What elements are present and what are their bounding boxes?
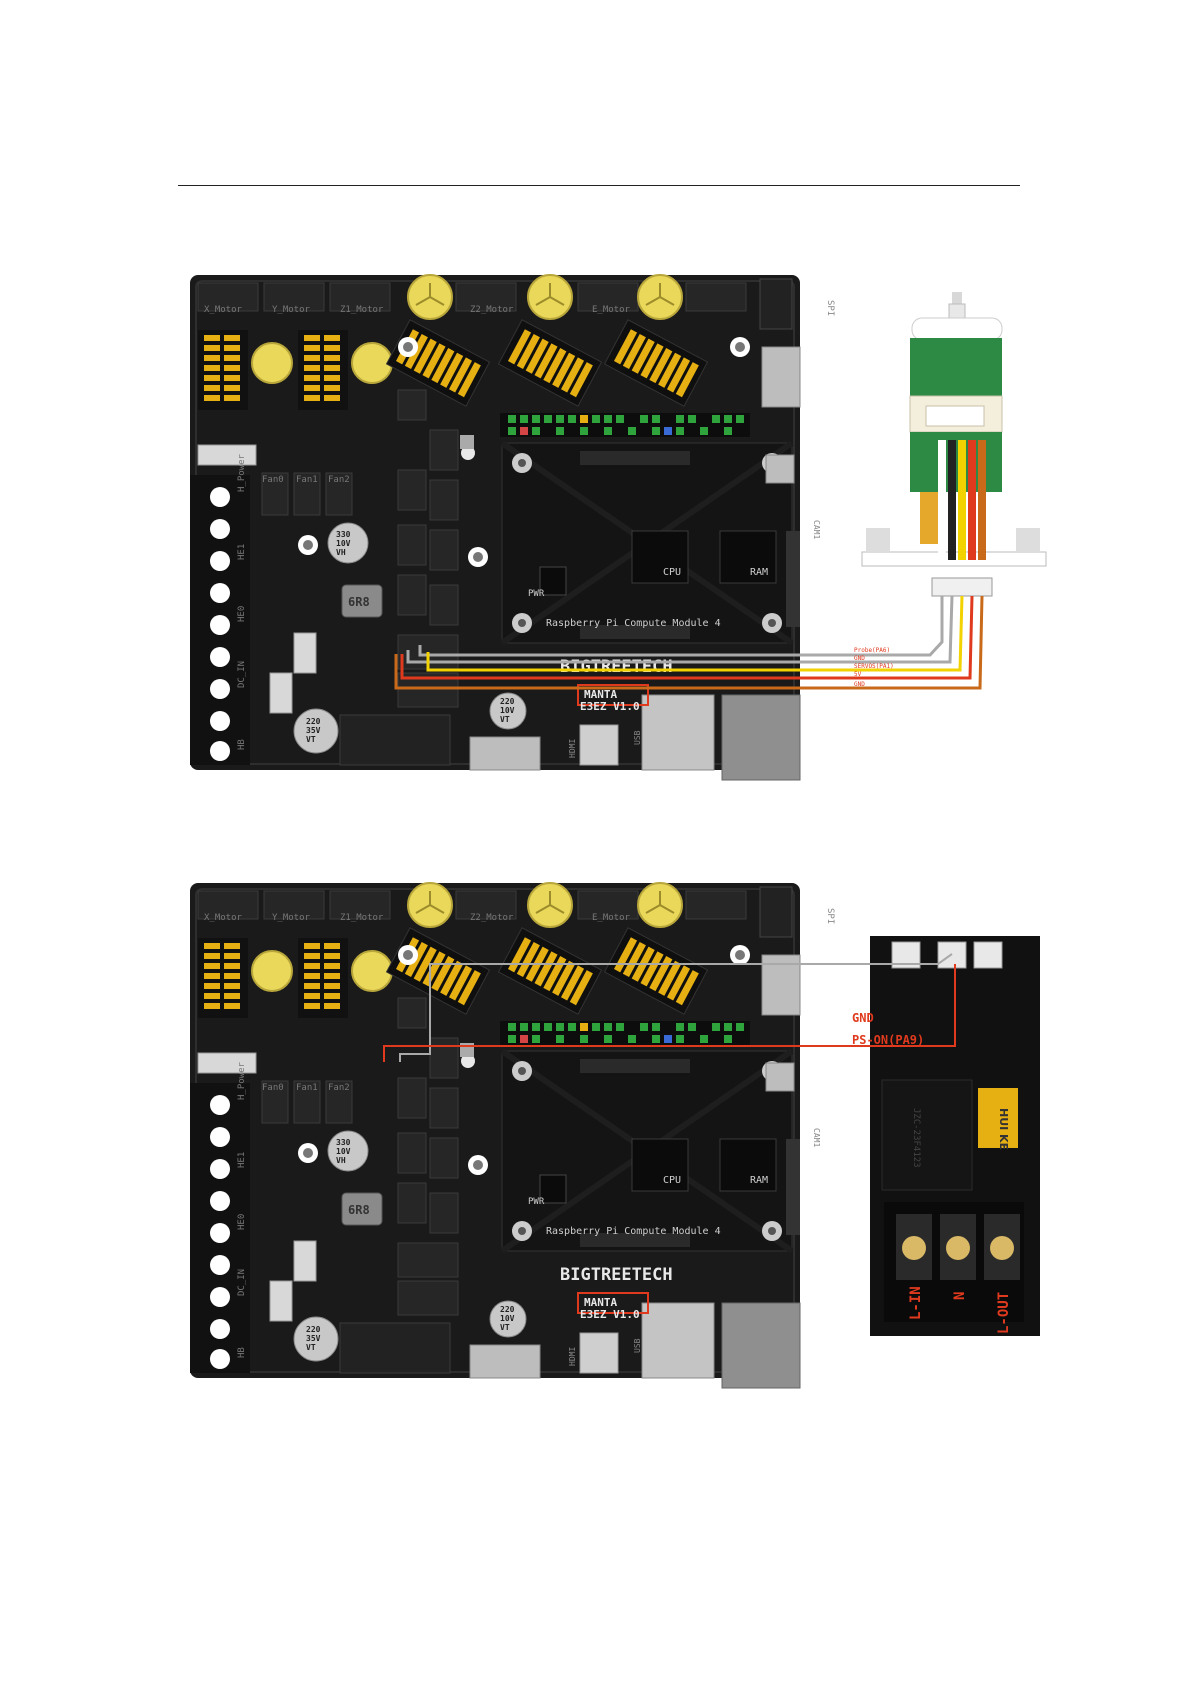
terminal-label: HE1 [237,1152,247,1168]
terminal-label: HE1 [237,544,247,560]
terminal-label: DC_IN [237,1269,247,1296]
terminal-label: HB [237,1347,247,1358]
brand-logo: BIGTREETECH [560,1265,673,1285]
wire-probe [418,596,944,657]
terminal-l-in: L-IN [908,1286,924,1320]
terminal-label: DC_IN [237,661,247,688]
model-version: E3EZ V1.0 [580,1308,640,1321]
cam-label: CAM1 [812,1128,821,1147]
inductor-label: 6R8 [348,1203,370,1217]
ram-label: RAM [750,1175,768,1186]
spi-label: SPI [825,908,835,924]
cap-label: VH [336,1156,346,1165]
wire-gnd-2 [394,595,984,690]
cm4-label: Raspberry Pi Compute Module 4 [546,618,721,629]
cap-label: 10V [336,1147,351,1156]
cap-label: VT [500,715,510,724]
terminal-label: H_Power [237,1061,247,1100]
relay-module [870,936,1040,1336]
terminal-label: H_Power [237,453,247,492]
cap-label: 220 [306,1325,321,1334]
motor-label: X_Motor [204,913,243,923]
cpu-label: CPU [663,567,681,578]
bltouch-probe [861,292,1047,597]
terminal-n: N [952,1292,968,1300]
figure-probe-wiring: X_Motor Y_Motor Z1_Motor Z2_Motor E_Moto… [0,260,1047,800]
header-rule [178,185,1020,186]
cap-label: 220 [500,1305,515,1314]
relay-label-gnd: GND [852,1011,874,1025]
cap-label: VT [500,1323,510,1332]
usb-label: USB [633,1338,642,1353]
fan-label: Fan2 [328,1083,350,1093]
terminal-label: HE0 [237,1214,247,1230]
fan-label: Fan1 [296,1083,318,1093]
manta-board-diagram [190,883,800,1388]
relay-wires [383,953,956,1062]
relay-brand: HUI KE [997,1108,1010,1150]
motor-label: Z2_Motor [470,305,514,315]
model-name: MANTA [584,688,617,701]
fan-label: Fan2 [328,475,350,485]
wire-gnd [399,953,953,1062]
wire-label: SERVOS(PA1) [854,663,894,670]
wire-label: GND [854,655,865,662]
motor-label: Y_Motor [272,913,311,923]
ram-label: RAM [750,567,768,578]
usb-label: USB [633,730,642,745]
hdmi-label: HDMI [568,1347,577,1366]
wire-gnd [406,595,954,664]
cap-label: 35V [306,726,321,735]
pwr-label: PWR [528,1197,545,1207]
cpu-label: CPU [663,1175,681,1186]
cap-label: VH [336,548,346,557]
motor-label: E_Motor [592,913,631,923]
motor-label: Z1_Motor [340,913,384,923]
motor-label: E_Motor [592,305,631,315]
fan-label: Fan1 [296,475,318,485]
model-version: E3EZ V1.0 [580,700,640,713]
cap-label: 10V [336,539,351,548]
model-name: MANTA [584,1296,617,1309]
cap-label: 10V [500,1314,515,1323]
relay-label-ps-on: PS-ON(PA9) [852,1033,924,1047]
terminal-label: HB [237,739,247,750]
wire-ps-on [383,964,956,1062]
cap-label: 35V [306,1334,321,1343]
spi-label: SPI [825,300,835,316]
probe-wires [394,595,984,690]
motor-label: Z1_Motor [340,305,384,315]
terminal-l-out: L-OUT [996,1292,1012,1334]
relay-chip-label: JZC-23F4123 [911,1108,921,1168]
cam-label: CAM1 [812,520,821,539]
cap-label: 330 [336,1138,351,1147]
brand-logo: BIGTREETECH [560,657,673,677]
hdmi-label: HDMI [568,739,577,758]
wire-label: 5V [854,671,862,678]
cap-label: 330 [336,530,351,539]
wire-servos [426,595,964,672]
manta-board-diagram [190,275,800,780]
motor-label: X_Motor [204,305,243,315]
wire-label: Probe(PA6) [854,647,890,654]
cm4-label: Raspberry Pi Compute Module 4 [546,1226,721,1237]
cap-label: VT [306,735,316,744]
cap-label: 220 [500,697,515,706]
pwr-label: PWR [528,589,545,599]
fan-label: Fan0 [262,475,284,485]
motor-label: Y_Motor [272,305,311,315]
fan-label: Fan0 [262,1083,284,1093]
cap-label: 220 [306,717,321,726]
cap-label: VT [306,1343,316,1352]
inductor-label: 6R8 [348,595,370,609]
motor-label: Z2_Motor [470,913,514,923]
terminal-label: HE0 [237,606,247,622]
figure-relay-wiring: X_Motor Y_Motor Z1_Motor Z2_Motor E_Moto… [0,868,1040,1408]
wire-label: GND [854,681,865,688]
wire-5v [400,595,974,680]
cap-label: 10V [500,706,515,715]
